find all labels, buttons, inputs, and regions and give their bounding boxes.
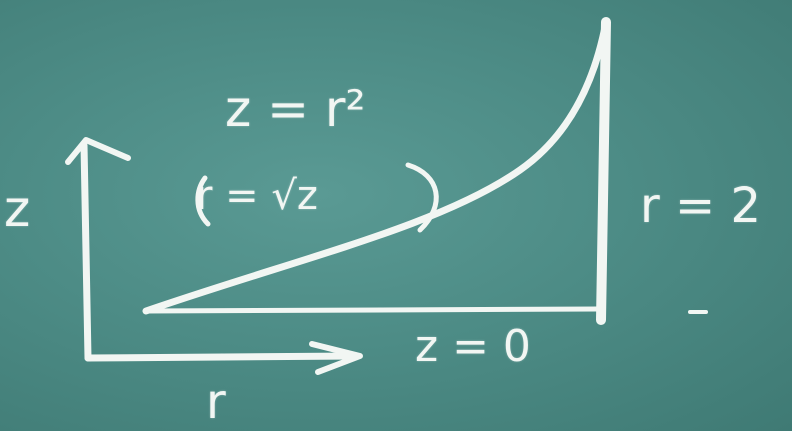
z-axis-arrowhead (65, 137, 131, 165)
z-axis-label: z (4, 180, 31, 238)
bottom-boundary-line (143, 306, 601, 314)
annotation-bracket-right (405, 162, 439, 233)
z-axis-line (80, 141, 92, 362)
bottom-boundary-label: z = 0 (415, 321, 531, 372)
annotation-bracket (195, 175, 211, 227)
right-boundary-label: r = 2 (640, 178, 762, 234)
r-axis-label: r (206, 374, 226, 430)
right-boundary-line (596, 17, 611, 325)
curve-inverse-label: r = √z (196, 173, 318, 219)
r-axis-arrowhead (309, 341, 363, 375)
r-axis-line (84, 352, 360, 362)
parabola-curve (142, 18, 610, 315)
curve-equation-label: z = r² (225, 80, 366, 138)
